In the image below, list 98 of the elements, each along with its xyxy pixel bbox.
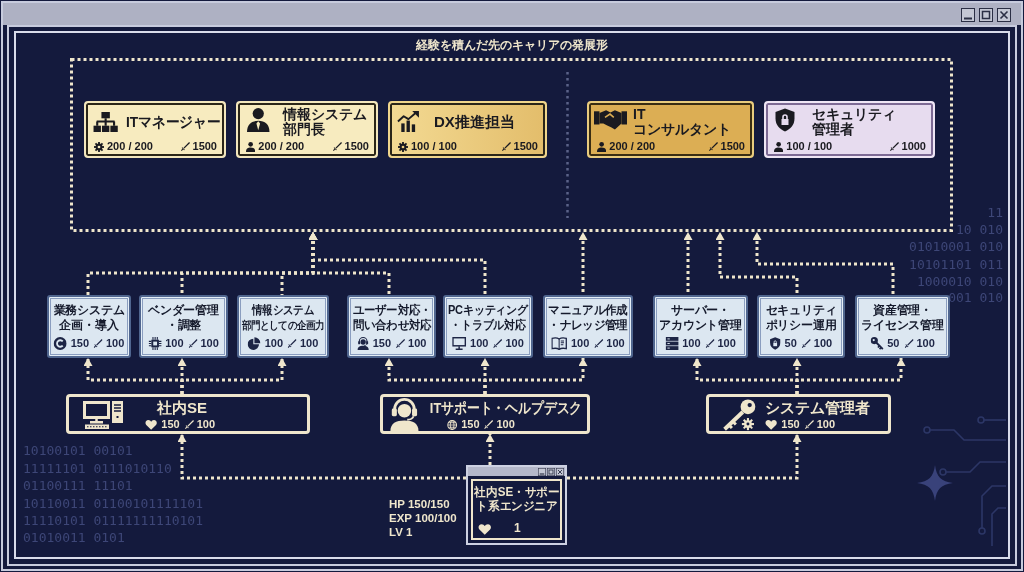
skill-card	[757, 295, 845, 358]
stat-value: 100 / 100	[411, 140, 457, 153]
arrow	[567, 434, 802, 480]
stat-value: 100	[408, 337, 427, 350]
card-title: DX推進担当	[434, 113, 515, 130]
stat-value: 1500	[344, 140, 369, 153]
stat-value: 100	[165, 337, 184, 350]
career-card	[236, 101, 378, 158]
binary-text: 01100111 11101	[23, 478, 133, 493]
role-card	[66, 394, 310, 434]
career-card	[388, 101, 547, 158]
binary-text: 10 010	[956, 222, 1003, 237]
stat-value: 100	[505, 337, 524, 350]
heading: 経験を積んだ先のキャリアの発展形	[415, 38, 608, 52]
stat-value: 1	[514, 521, 521, 535]
career-card	[764, 101, 935, 158]
stat-value: 100 / 100	[786, 140, 833, 153]
skill-card	[47, 295, 131, 358]
arrow	[177, 434, 466, 480]
stat-value: 100	[813, 337, 833, 350]
skill-card	[237, 295, 329, 358]
stat-value: 100	[717, 337, 736, 350]
card-title: 情報システム部門としての企画力	[242, 303, 324, 333]
binary-text: 1000010 010	[916, 274, 1003, 289]
role-card	[706, 394, 891, 434]
card-title: 社内SE・サポート系エンジニア	[474, 485, 559, 513]
stat-value: 50	[784, 337, 797, 350]
card-title: 資産管理・ライセンス管理	[861, 303, 944, 333]
stat-value: 100	[682, 337, 701, 350]
card-title: セキュリティ管理者	[812, 106, 896, 137]
stat-value: 100	[200, 337, 219, 350]
stat-value: 150	[70, 337, 89, 350]
card-title: ベンダー管理・調整	[148, 303, 219, 333]
stat-value: 150	[372, 337, 392, 350]
card-title: 情報システム部門長	[283, 106, 367, 137]
binary-text: 10101101 011	[909, 257, 1003, 272]
career-card	[587, 101, 754, 158]
binary-text: 01010011 0101	[23, 530, 125, 545]
stat-value: 50	[887, 337, 900, 350]
stat-value: 100	[196, 418, 215, 431]
arrow	[180, 358, 287, 394]
stat-value: 150	[461, 418, 480, 431]
stat-value: 200 / 200	[609, 140, 656, 153]
stat-line: LV 1	[389, 526, 413, 539]
card-title: システム管理者	[764, 399, 870, 416]
skill-card	[347, 295, 436, 358]
stat-value: 100	[496, 418, 515, 431]
stat-value: 100	[570, 337, 590, 350]
card-title: ITサポート・ヘルプデスク	[429, 399, 583, 416]
stat-value: 1000	[901, 140, 926, 153]
binary-text: 11111101 0111010110	[23, 461, 172, 476]
skill-card	[139, 295, 228, 358]
binary-text: 11	[987, 205, 1003, 220]
binary-text: 01010001 010	[909, 239, 1003, 254]
arrow	[485, 434, 495, 465]
stat-value: 200 / 200	[258, 140, 305, 153]
binary-text: 001 010	[948, 290, 1003, 305]
stat-value: 1500	[720, 140, 745, 153]
stat-value: 100	[606, 337, 625, 350]
stat-value: 100	[264, 337, 283, 350]
arrow	[752, 232, 895, 295]
card-title: PCキッティング・トラブル対応	[447, 303, 529, 333]
stat-value: 100	[300, 337, 319, 350]
arrow	[715, 232, 799, 295]
skill-card	[855, 295, 950, 358]
stat-value: 150	[781, 418, 800, 431]
arrow	[683, 232, 693, 295]
stat-value: 100	[106, 337, 125, 350]
arrow	[308, 232, 487, 295]
card-title: マニュアル作成・ナレッジ管理	[548, 303, 628, 333]
stat-line: EXP 100/100	[389, 512, 457, 525]
binary-text: 10100101 00101	[23, 443, 133, 458]
arrow	[578, 232, 588, 295]
window-panel	[466, 465, 567, 545]
arrow	[483, 358, 588, 394]
stat-value: 100	[916, 337, 935, 350]
skill-card	[653, 295, 748, 358]
card-title: ITマネージャー	[126, 113, 221, 130]
card-title: セキュリティポリシー運用	[765, 303, 837, 333]
arrow	[795, 358, 906, 394]
skill-card	[443, 295, 533, 358]
card-title: サーバー・アカウント管理	[659, 303, 742, 333]
stat-value: 200 / 200	[107, 140, 153, 153]
role-card	[380, 394, 590, 434]
card-title: 社内SE	[157, 399, 207, 416]
card-title: ユーザー対応・問い合わせ対応	[352, 303, 431, 333]
binary-text: 11110101 01111111110101	[23, 513, 203, 528]
stat-value: 1500	[192, 140, 217, 153]
binary-text: 10110011 01100101111101	[23, 496, 203, 511]
stat-value: 1500	[513, 140, 538, 153]
card-title: 業務システム企画・導入	[53, 303, 125, 333]
career-card	[84, 101, 226, 158]
stat-line: HP 150/150	[389, 498, 450, 511]
stat-value: 150	[161, 418, 180, 431]
stat-value: 100	[470, 337, 489, 350]
stat-value: 100	[816, 418, 835, 431]
card-title: ITコンサルタント	[633, 106, 731, 137]
skill-card	[543, 295, 633, 358]
